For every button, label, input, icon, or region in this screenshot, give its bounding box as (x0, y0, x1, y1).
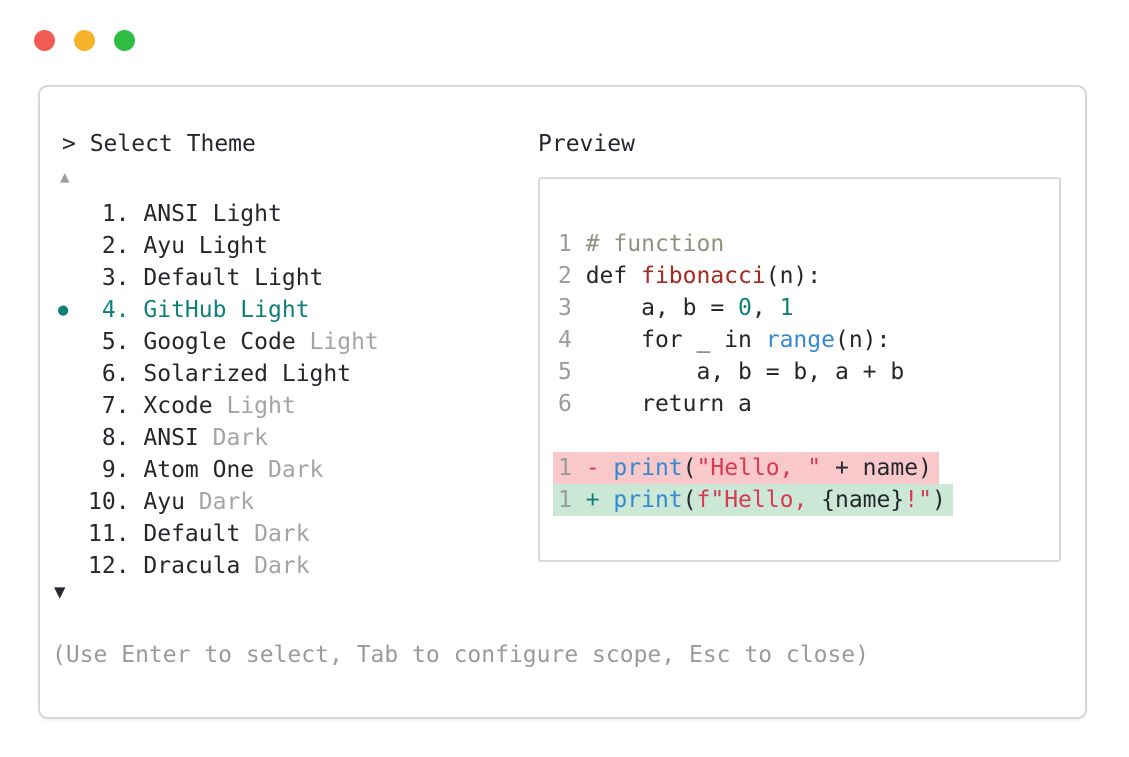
window-controls (34, 30, 135, 51)
code-line-2: 2 def fibonacci(n): (558, 263, 822, 289)
scroll-down-icon[interactable]: ▼ (54, 581, 66, 603)
selected-bullet-icon: ● (58, 300, 69, 320)
code-line-4: 4 for _ in range(n): (558, 327, 891, 353)
minimize-button[interactable] (74, 30, 95, 51)
theme-number: 1. (101, 201, 130, 227)
theme-selector-panel: > Select Theme Preview ▲ ●1.ANSI Light●2… (38, 85, 1087, 719)
theme-variant: Light (226, 393, 296, 419)
theme-name: Atom One (143, 457, 255, 483)
code-line-3: 3 a, b = 0, 1 (558, 295, 794, 321)
theme-variant: Dark (198, 489, 255, 515)
theme-name: ANSI Light (143, 201, 282, 227)
theme-name: Xcode (143, 393, 213, 419)
theme-number: 4. (101, 297, 130, 323)
theme-variant: Dark (268, 457, 324, 483)
code-line-5: 5 a, b = b, a + b (558, 359, 905, 385)
diff-added-line: 1 + print(f"Hello, {name}!") (553, 484, 1059, 516)
close-button[interactable] (34, 30, 55, 51)
theme-number: 11. (88, 521, 130, 547)
theme-variant: Dark (254, 521, 310, 547)
theme-name: ANSI (143, 425, 199, 451)
keyboard-hint: (Use Enter to select, Tab to configure s… (52, 642, 869, 668)
theme-item-solarized-light[interactable]: ●6.Solarized Light (88, 358, 379, 390)
theme-number: 3. (101, 265, 130, 291)
maximize-button[interactable] (114, 30, 135, 51)
theme-number: 9. (101, 457, 130, 483)
select-theme-title: > Select Theme (62, 131, 256, 157)
theme-name: Default (143, 521, 241, 547)
theme-name: Google Code (143, 329, 296, 355)
preview-box: 1 # function 2 def fibonacci(n): 3 a, b = … (538, 177, 1061, 562)
theme-number: 12. (88, 553, 130, 579)
code-line-7 (558, 420, 1059, 452)
theme-name: Dracula (143, 553, 241, 579)
theme-name: GitHub Light (143, 297, 310, 323)
diff-removed-line: 1 - print("Hello, " + name) (553, 452, 1059, 484)
theme-item-github-light[interactable]: ● 4. GitHub Light (58, 294, 379, 326)
preview-label: Preview (538, 131, 635, 157)
theme-number: 6. (101, 361, 130, 387)
theme-item-ayu-light[interactable]: ●2.Ayu Light (88, 230, 379, 262)
theme-number: 2. (101, 233, 130, 259)
code-line-6: 6 return a (558, 391, 752, 417)
scroll-up-icon[interactable]: ▲ (60, 167, 70, 186)
theme-name: Solarized Light (143, 361, 352, 387)
theme-number: 8. (101, 425, 130, 451)
code-preview: 1 # function 2 def fibonacci(n): 3 a, b = … (553, 228, 1059, 516)
theme-number: 5. (101, 329, 130, 355)
code-line-1: 1 # function (558, 231, 725, 257)
theme-item-ansi-light[interactable]: ●1.ANSI Light (88, 198, 379, 230)
theme-name: Default Light (143, 265, 324, 291)
theme-name: Ayu Light (143, 233, 268, 259)
theme-number: 10. (88, 489, 130, 515)
theme-variant: Dark (254, 553, 310, 579)
theme-list: ●1.ANSI Light●2.Ayu Light●3.Default Ligh… (58, 198, 379, 582)
theme-number: 7. (101, 393, 130, 419)
theme-variant: Dark (212, 425, 268, 451)
theme-item-default-light[interactable]: ●3.Default Light (88, 262, 379, 294)
theme-name: Ayu (143, 489, 185, 515)
theme-variant: Light (309, 329, 379, 355)
